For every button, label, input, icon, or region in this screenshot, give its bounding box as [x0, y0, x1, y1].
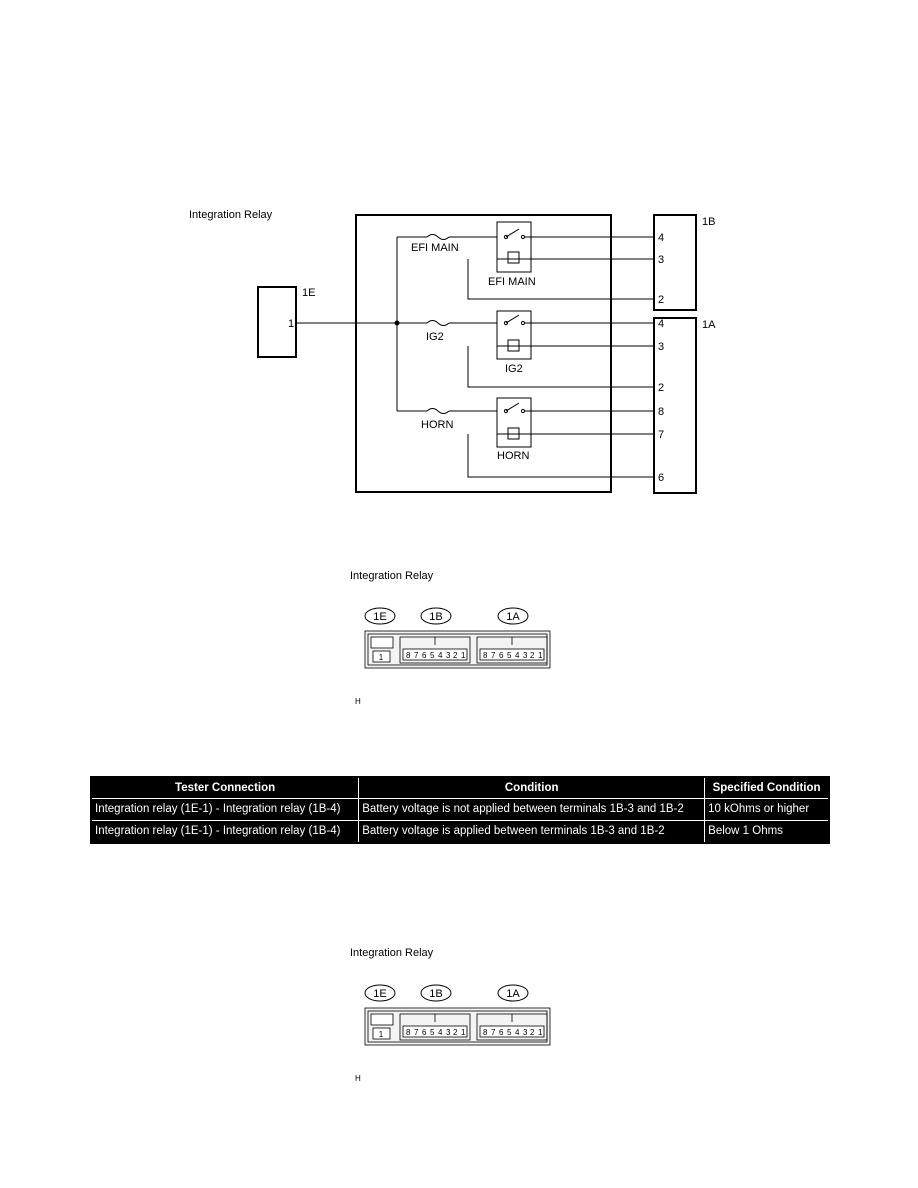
table-header: Condition [358, 776, 706, 799]
figure1-pin-1e-1: 1 [379, 653, 384, 662]
fuse-label-horn: HORN [421, 419, 453, 431]
figure2-pin-1b-6: 6 [422, 1028, 427, 1037]
fuse-label-efi-main: EFI MAIN [411, 242, 459, 254]
fuse-label-ig2: IG2 [426, 331, 444, 343]
figure2-label-1e: 1E [373, 988, 386, 1000]
figure2-pin-1a-4: 4 [515, 1028, 520, 1037]
table-header-row: Tester Connection Condition Specified Co… [90, 776, 830, 799]
figure2-pin-1a-6: 6 [499, 1028, 504, 1037]
pin-1a-6: 6 [658, 472, 664, 484]
figure1-pin-1a-3: 3 [523, 651, 528, 660]
figure1-pin-1b-8: 8 [406, 651, 411, 660]
pin-1a-8: 8 [658, 406, 664, 418]
connector-1b-label: 1B [702, 216, 715, 228]
figure2-pin-1b-1: 1 [461, 1028, 466, 1037]
table-cell: Integration relay (1E-1) - Integration r… [90, 820, 360, 844]
figure2-pin-1a-5: 5 [507, 1028, 512, 1037]
figure1-pin-1b-2: 2 [453, 651, 458, 660]
connector-1a-label: 1A [702, 319, 716, 331]
pin-1a-2: 2 [658, 382, 664, 394]
figure2-pin-1a-8: 8 [483, 1028, 488, 1037]
figure2-label-1b: 1B [429, 988, 442, 1000]
figure2-pin-1b-3: 3 [446, 1028, 451, 1037]
figure1-pin-1b-3: 3 [446, 651, 451, 660]
figure2-caption: H [355, 1074, 361, 1083]
figure1-label-1b: 1B [429, 611, 442, 623]
figure1-pin-1b-6: 6 [422, 651, 427, 660]
table-header: Specified Condition [704, 776, 830, 799]
pin-1b-3: 3 [658, 254, 664, 266]
figure2-pin-1b-5: 5 [430, 1028, 435, 1037]
connector-1e-pin: 1 [288, 318, 294, 330]
figure2-pin-1a-7: 7 [491, 1028, 496, 1037]
spec-table: Tester Connection Condition Specified Co… [90, 776, 830, 844]
figure1-label-1e: 1E [373, 611, 386, 623]
relay-label-efi-main: EFI MAIN [488, 276, 536, 288]
table-cell: 10 kOhms or higher [704, 798, 830, 821]
figure1-pin-1b-5: 5 [430, 651, 435, 660]
table-row: Integration relay (1E-1) - Integration r… [90, 820, 830, 844]
table-cell: Below 1 Ohms [704, 820, 830, 844]
figure1-pin-1a-8: 8 [483, 651, 488, 660]
figure1-pin-1a-1: 1 [538, 651, 543, 660]
connector-figure-2: Integration Relay 1E 1B 1A 1 8 7 6 5 4 3… [350, 947, 551, 1083]
figure1-label-1a: 1A [506, 611, 520, 623]
figure2-pin-1b-7: 7 [414, 1028, 419, 1037]
connector-1e-label: 1E [302, 287, 315, 299]
table-header: Tester Connection [90, 776, 360, 799]
figure1-pin-1a-4: 4 [515, 651, 520, 660]
diagram-title: Integration Relay [189, 209, 273, 221]
pin-1b-2: 2 [658, 294, 664, 306]
connector-figure-1: Integration Relay 1E 1B 1A 1 8 7 6 5 4 3… [350, 570, 551, 706]
pin-1b-4: 4 [658, 232, 664, 244]
figure2-pin-1b-4: 4 [438, 1028, 443, 1037]
figure1-pin-1a-6: 6 [499, 651, 504, 660]
figure1-pin-1a-2: 2 [530, 651, 535, 660]
figure2-title: Integration Relay [350, 947, 434, 959]
pin-1a-7: 7 [658, 429, 664, 441]
table-cell: Integration relay (1E-1) - Integration r… [90, 798, 360, 821]
table-cell: Battery voltage is applied between termi… [358, 820, 706, 844]
figure2-label-1a: 1A [506, 988, 520, 1000]
figure2-pin-1a-2: 2 [530, 1028, 535, 1037]
figure1-title: Integration Relay [350, 570, 434, 582]
figure2-pin-1a-3: 3 [523, 1028, 528, 1037]
figure2-pin-1b-2: 2 [453, 1028, 458, 1037]
figure2-pin-1a-1: 1 [538, 1028, 543, 1037]
wiring-diagram: Integration Relay 1E 1 1B 1A 4 3 2 4 3 2… [189, 209, 716, 494]
figure1-pin-1a-5: 5 [507, 651, 512, 660]
table-row: Integration relay (1E-1) - Integration r… [90, 798, 830, 821]
pin-1a-4: 4 [658, 318, 664, 330]
table-cell: Battery voltage is not applied between t… [358, 798, 706, 821]
pin-1a-3: 3 [658, 341, 664, 353]
figure1-pin-1b-4: 4 [438, 651, 443, 660]
figure1-pin-1b-1: 1 [461, 651, 466, 660]
figure2-pin-1e-1: 1 [379, 1030, 384, 1039]
figure1-pin-1a-7: 7 [491, 651, 496, 660]
figure1-pin-1b-7: 7 [414, 651, 419, 660]
relay-label-ig2: IG2 [505, 363, 523, 375]
figure1-caption: H [355, 697, 361, 706]
relay-label-horn: HORN [497, 450, 529, 462]
figure2-pin-1b-8: 8 [406, 1028, 411, 1037]
